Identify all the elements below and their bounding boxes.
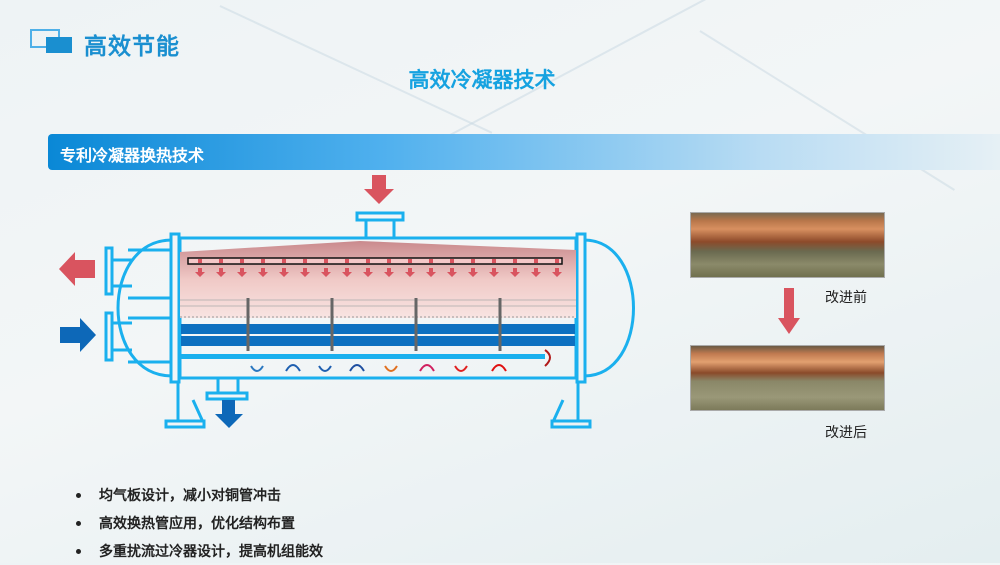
distribution-hole [471, 259, 475, 263]
vapor-flow-arrow [531, 268, 541, 277]
distribution-hole [387, 259, 391, 263]
section-title: 高效节能 [84, 34, 180, 60]
distribution-hole [408, 259, 412, 263]
distribution-hole [282, 259, 286, 263]
tube-bundle [181, 336, 575, 346]
vapor-flow-arrow [342, 268, 352, 277]
distribution-hole [303, 259, 307, 263]
subcooler-tube [181, 354, 545, 359]
caption-before: 改进前 [825, 290, 867, 306]
down-arrow-icon [778, 288, 800, 334]
vapor-flow-arrow [426, 268, 436, 277]
distribution-hole [240, 259, 244, 263]
vapor-flow-arrow [279, 268, 289, 277]
vapor-flow-arrow [216, 268, 226, 277]
feature-list: 均气板设计，减小对铜管冲击 高效换热管应用，优化结构布置 多重扰流过冷器设计，提… [76, 481, 323, 565]
feature-text: 均气板设计，减小对铜管冲击 [99, 488, 281, 504]
feature-text: 高效换热管应用，优化结构布置 [99, 516, 295, 532]
vapor-flow-arrow [468, 268, 478, 277]
vapor-flow-arrow [384, 268, 394, 277]
caption-after: 改进后 [825, 425, 867, 441]
logo-icon [30, 29, 72, 53]
vapor-flow-arrow [195, 268, 205, 277]
distribution-hole [324, 259, 328, 263]
feature-item: 多重扰流过冷器设计，提高机组能效 [76, 537, 323, 565]
feature-text: 多重扰流过冷器设计，提高机组能效 [99, 544, 323, 560]
vapor-flow-arrow [489, 268, 499, 277]
vapor-flow-arrow [258, 268, 268, 277]
banner-label: 专利冷凝器换热技术 [60, 146, 205, 165]
return-flow-arrow [544, 349, 551, 367]
refrigerant-inlet-arrow [364, 175, 394, 204]
tube-bundle [181, 324, 575, 334]
section-banner: 专利冷凝器换热技术 [48, 134, 1000, 170]
bullet-icon [76, 520, 81, 526]
water-outlet-arrow [59, 252, 95, 286]
bullet-icon [76, 548, 81, 554]
vapor-flow-arrow [447, 268, 457, 277]
distribution-hole [450, 259, 454, 263]
water-inlet-arrow [60, 318, 96, 352]
distribution-hole [555, 259, 559, 263]
vapor-flow-arrow [510, 268, 520, 277]
tube-photo-after [690, 345, 885, 411]
feature-item: 均气板设计，减小对铜管冲击 [76, 481, 323, 509]
gas-distribution-plate [187, 257, 563, 265]
distribution-hole [492, 259, 496, 263]
vapor-zone [180, 241, 576, 318]
distribution-hole [198, 259, 202, 263]
distribution-hole [219, 259, 223, 263]
vapor-flow-arrow [405, 268, 415, 277]
page-title: 高效冷凝器技术 [0, 64, 1000, 94]
bullet-icon [76, 492, 81, 498]
tube-photo-before [690, 212, 885, 278]
vapor-flow-arrow [300, 268, 310, 277]
liquid-outlet-arrow [215, 400, 243, 428]
distribution-hole [513, 259, 517, 263]
distribution-hole [429, 259, 433, 263]
distribution-hole [261, 259, 265, 263]
vapor-flow-arrow [237, 268, 247, 277]
distribution-hole [366, 259, 370, 263]
condenser-diagram [59, 175, 635, 429]
vapor-flow-arrow [321, 268, 331, 277]
feature-item: 高效换热管应用，优化结构布置 [76, 509, 323, 537]
distribution-hole [345, 259, 349, 263]
vapor-flow-arrow [552, 268, 562, 277]
page-title-text: 高效冷凝器技术 [408, 68, 556, 92]
vapor-flow-arrow [363, 268, 373, 277]
distribution-hole [534, 259, 538, 263]
